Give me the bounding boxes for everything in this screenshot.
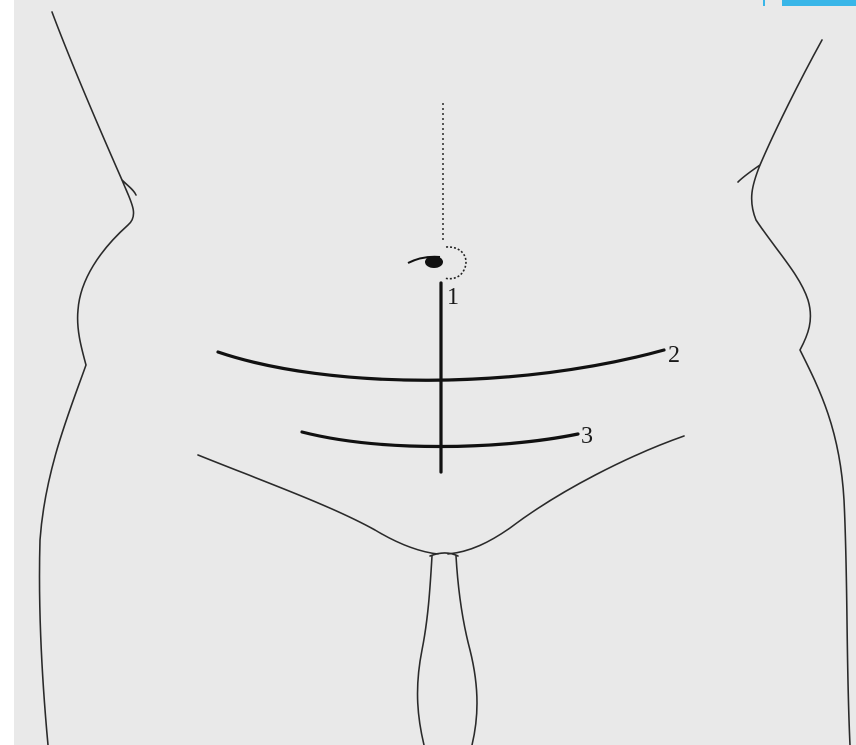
label-incision-3: 3	[581, 423, 593, 449]
diagram-background	[14, 0, 856, 745]
label-incision-1: 1	[447, 284, 459, 310]
label-incision-2: 2	[668, 342, 680, 368]
accent-tab	[782, 0, 856, 6]
